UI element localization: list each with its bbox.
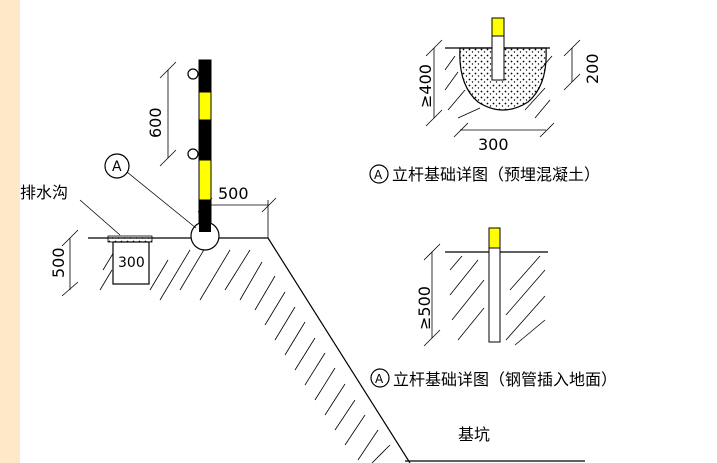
detail1-callout-circle (369, 164, 389, 184)
detail1-pole-yellow (491, 17, 505, 37)
detail1-width-label: 300 (478, 135, 509, 154)
detail2-soil-hatching (449, 255, 546, 346)
detail2-pole-yellow (488, 227, 501, 249)
drain-depth-label: 500 (49, 247, 68, 278)
detail1-embed-label: 200 (583, 53, 602, 84)
drainage-ditch: 300 (107, 235, 153, 285)
detail1-callout-label: A (374, 168, 383, 182)
pit-label: 基坑 (458, 425, 490, 444)
pole-height-dimension: 600 (146, 61, 177, 167)
rail-ring-bottom (187, 148, 199, 160)
detail-concrete: ≥400 200 300 A 立杆基础详图（预埋混凝土） (369, 17, 602, 184)
drain-label: 排水沟 (20, 183, 68, 202)
pole-height-label: 600 (146, 107, 165, 138)
drain-depth-dimension: 500 (49, 229, 79, 297)
detail2-pole (488, 247, 501, 343)
soil-hatching (99, 241, 391, 463)
main-view: 300 排水沟 500 (20, 59, 585, 463)
drain-leader (79, 199, 121, 236)
detail2-title: 立杆基础详图（钢管插入地面） (393, 370, 617, 389)
detail2-depth-label: ≥500 (415, 286, 434, 330)
detail1-title: 立杆基础详图（预埋混凝土） (392, 165, 600, 184)
setback-dimension: 500 (197, 184, 277, 238)
slope-line (267, 237, 411, 463)
detail-steel-pipe: ≥500 A 立杆基础详图（钢管插入地面） (370, 227, 617, 389)
detail1-embed-dimension: 200 (563, 39, 602, 91)
callout-a: A (104, 153, 197, 229)
detail1-depth-dimension: ≥400 (416, 39, 443, 127)
detail1-pole (491, 35, 505, 81)
detail2-callout-circle (370, 368, 390, 388)
rail-ring-top (187, 68, 199, 80)
detail2-callout-label: A (375, 372, 384, 386)
detail2-depth-dimension: ≥500 (415, 243, 441, 347)
left-margin-strip (0, 0, 20, 463)
setback-label: 500 (218, 184, 249, 203)
drain-width-label: 300 (118, 255, 145, 271)
detail1-depth-label: ≥400 (416, 64, 435, 108)
callout-a-label: A (112, 159, 122, 175)
detail1-width-dimension: 300 (453, 122, 555, 154)
railing-pole (187, 59, 220, 251)
